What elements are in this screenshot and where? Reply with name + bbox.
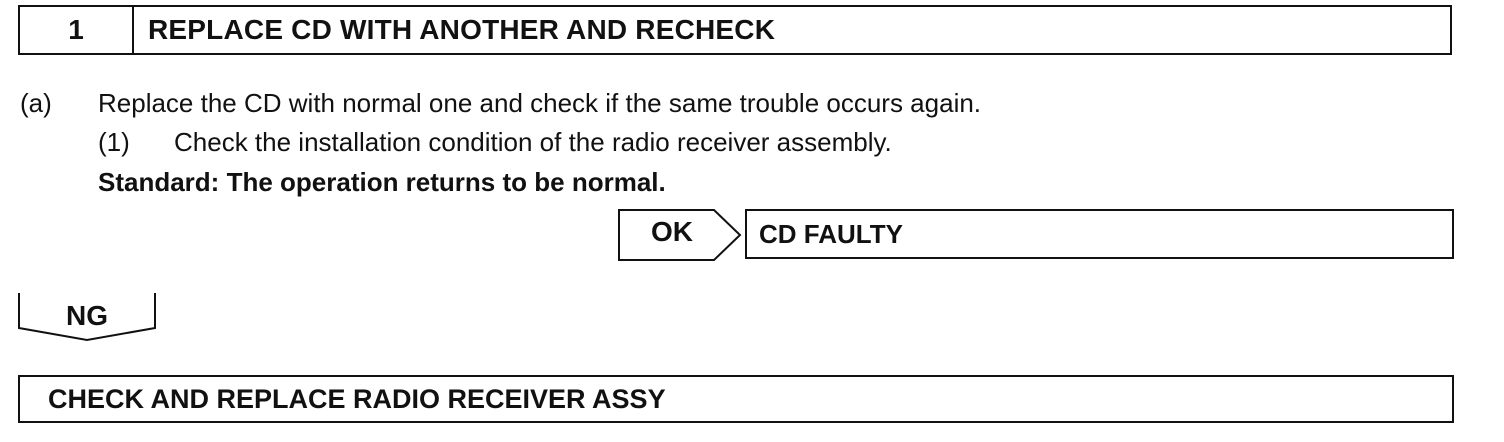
item-1-label: (1) [98, 127, 130, 157]
ng-result-text: CHECK AND REPLACE RADIO RECEIVER ASSY [48, 383, 666, 414]
ng-branch-label: NG [66, 300, 108, 331]
ok-branch-label: OK [651, 216, 693, 247]
step-title: REPLACE CD WITH ANOTHER AND RECHECK [148, 14, 776, 45]
ok-result-text: CD FAULTY [759, 218, 903, 249]
step-header: 1 REPLACE CD WITH ANOTHER AND RECHECK [18, 5, 1452, 55]
item-a-text: Replace the CD with normal one and check… [98, 88, 982, 118]
ok-arrow-icon [618, 209, 742, 261]
item-1-text: Check the installation condition of the … [174, 127, 892, 157]
standard-text: Standard: The operation returns to be no… [98, 167, 666, 197]
step-number: 1 [20, 7, 134, 53]
item-a-label: (a) [20, 88, 52, 118]
ok-result-box: CD FAULTY [745, 209, 1454, 259]
ng-arrow-icon [18, 293, 156, 342]
ng-result-box: CHECK AND REPLACE RADIO RECEIVER ASSY [18, 375, 1454, 423]
